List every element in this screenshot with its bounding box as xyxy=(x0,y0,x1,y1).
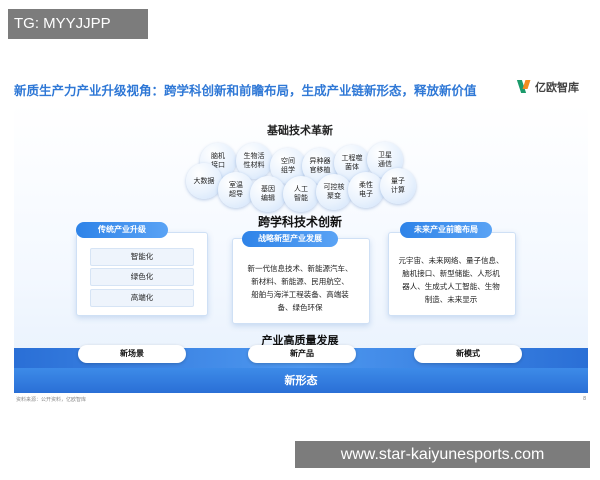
url-watermark: www.star-kaiyunesports.com xyxy=(295,441,590,468)
strategic-panel xyxy=(232,238,370,324)
traditional-label: 传统产业升级 xyxy=(76,222,168,238)
bubble-gene-editing: 基因 编辑 xyxy=(250,176,286,212)
traditional-item: 绿色化 xyxy=(90,268,194,286)
bubble-bio-material: 生物活 性材料 xyxy=(236,143,272,179)
high-quality-title: 产业高质量发展 xyxy=(261,334,339,347)
bubble-label: 脑机 接口 xyxy=(211,152,225,169)
bubble-label: 卫星 通信 xyxy=(378,151,392,168)
bubble-label: 柔性 电子 xyxy=(359,181,373,198)
bubble-label: 人工 智能 xyxy=(294,185,308,202)
bubble-label: 量子 计算 xyxy=(391,177,405,194)
future-label: 未来产业前瞻布局 xyxy=(400,222,492,238)
bubble-label: 可控核 聚变 xyxy=(323,183,345,200)
strategic-line: 备、绿色环保 xyxy=(277,303,323,312)
brand-name: 亿欧智库 xyxy=(535,81,579,94)
future-line: 元宇宙、未来网络、量子信息、 xyxy=(398,256,504,265)
outcome-new-product: 新产品 xyxy=(248,345,356,363)
outcome-new-scene: 新场景 xyxy=(78,345,186,363)
future-panel xyxy=(388,232,516,316)
bubble-label: 工程噬 菌体 xyxy=(341,154,363,171)
page-title: 新质生产力产业升级视角：跨学科创新和前瞻布局，生成产业链新形态，释放新价值 xyxy=(14,83,477,98)
future-line: 制造、未来显示 xyxy=(424,295,478,304)
bubble-label: 基因 编辑 xyxy=(261,185,275,202)
bubble-label: 大数据 xyxy=(193,176,215,185)
brand-logo-icon xyxy=(518,79,532,95)
brand-logo: 亿欧智库 xyxy=(518,79,579,95)
bubble-label: 空间 组学 xyxy=(281,157,295,174)
bubble-label: 异种器 官移植 xyxy=(309,157,331,174)
page-number: 8 xyxy=(583,396,587,402)
bubble-fusion: 可控核 聚变 xyxy=(316,174,352,210)
bubble-flexible-electronics: 柔性 电子 xyxy=(348,172,384,208)
traditional-item: 高端化 xyxy=(90,289,194,307)
bubble-ai: 人工 智能 xyxy=(283,176,319,212)
outcome-new-model: 新模式 xyxy=(414,345,522,363)
bubble-label: 室温 超导 xyxy=(229,181,243,198)
tag-overlay: TG: MYYJJPP xyxy=(8,9,148,39)
bubble-superconductor: 室温 超导 xyxy=(218,172,254,208)
bubble-label: 生物活 性材料 xyxy=(243,152,265,169)
foundation-title: 基础技术革新 xyxy=(267,124,333,137)
strategic-line: 新一代信息技术、新能源汽车、 xyxy=(247,264,353,273)
future-line: 脑机接口、新型储能、人形机 xyxy=(402,269,500,278)
bubble-big-data: 大数据 xyxy=(186,163,222,199)
traditional-item: 智能化 xyxy=(90,248,194,266)
new-form-banner: 新形态 xyxy=(14,368,588,393)
strategic-label: 战略新型产业发展 xyxy=(242,231,338,247)
future-line: 器人、生成式人工智能、生物 xyxy=(402,282,500,291)
source-note: 资料来源：公开资料，亿欧智库 xyxy=(16,397,87,403)
strategic-line: 新材料、新能源、民用航空、 xyxy=(251,277,349,286)
strategic-line: 船舶与海洋工程装备、高端装 xyxy=(251,290,349,299)
bubble-quantum: 量子 计算 xyxy=(380,168,416,204)
cross-disciplinary-title: 跨学科技术创新 xyxy=(257,215,342,229)
